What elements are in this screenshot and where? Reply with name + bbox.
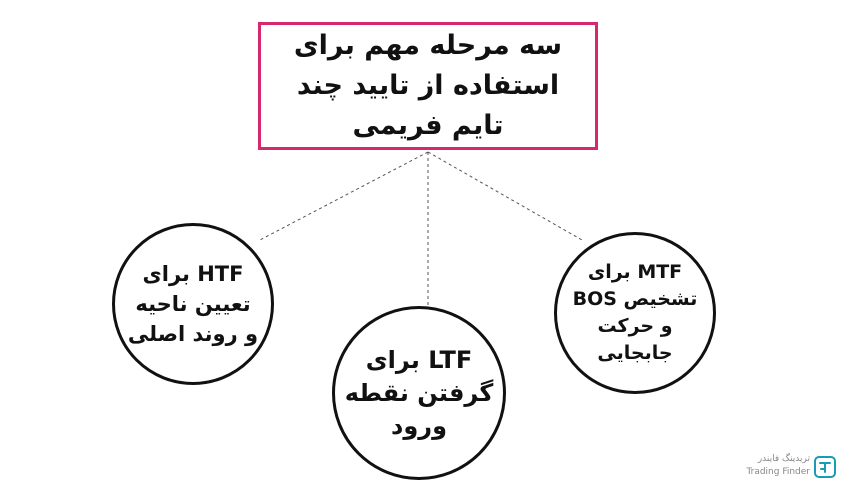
title-line-3: تایم فریمی xyxy=(352,110,504,141)
node-ltf-line-2: گرفتن نقطه xyxy=(344,378,494,407)
node-ltf: LTF برای گرفتن نقطه ورود xyxy=(332,306,506,480)
node-ltf-line-1: LTF برای xyxy=(365,345,473,374)
node-htf-line-2: تعیین ناحیه xyxy=(135,292,251,316)
trading-finder-logo-icon xyxy=(814,456,836,478)
node-htf-line-3: و روند اصلی xyxy=(127,322,259,346)
watermark: تریدینگ فایندر Trading Finder xyxy=(740,453,850,483)
watermark-fa-text: تریدینگ فایندر xyxy=(757,454,810,464)
watermark-en-text: Trading Finder xyxy=(746,467,810,477)
connector-htf xyxy=(257,151,429,242)
node-mtf-line-1: MTF برای xyxy=(587,261,683,283)
node-mtf: MTF برای تشخیص BOS و حرکت جابجایی xyxy=(554,232,716,394)
node-htf-text: HTF برای تعیین ناحیه و روند اصلی xyxy=(120,259,266,349)
node-ltf-text: LTF برای گرفتن نقطه ورود xyxy=(337,344,502,443)
node-ltf-line-3: ورود xyxy=(391,411,447,440)
node-mtf-text: MTF برای تشخیص BOS و حرکت جابجایی xyxy=(557,259,713,367)
title-box: سه مرحله مهم برای استفاده از تایید چند ت… xyxy=(258,22,598,150)
title-line-2: استفاده از تایید چند xyxy=(296,70,560,101)
node-htf: HTF برای تعیین ناحیه و روند اصلی xyxy=(112,223,274,385)
title-line-1: سه مرحله مهم برای xyxy=(293,30,563,61)
title-text: سه مرحله مهم برای استفاده از تایید چند ت… xyxy=(294,26,562,146)
node-mtf-line-3: و حرکت جابجایی xyxy=(597,315,673,364)
node-htf-line-1: HTF برای xyxy=(142,262,244,286)
connector-mtf xyxy=(427,151,583,241)
node-mtf-line-2: تشخیص BOS xyxy=(572,288,698,310)
